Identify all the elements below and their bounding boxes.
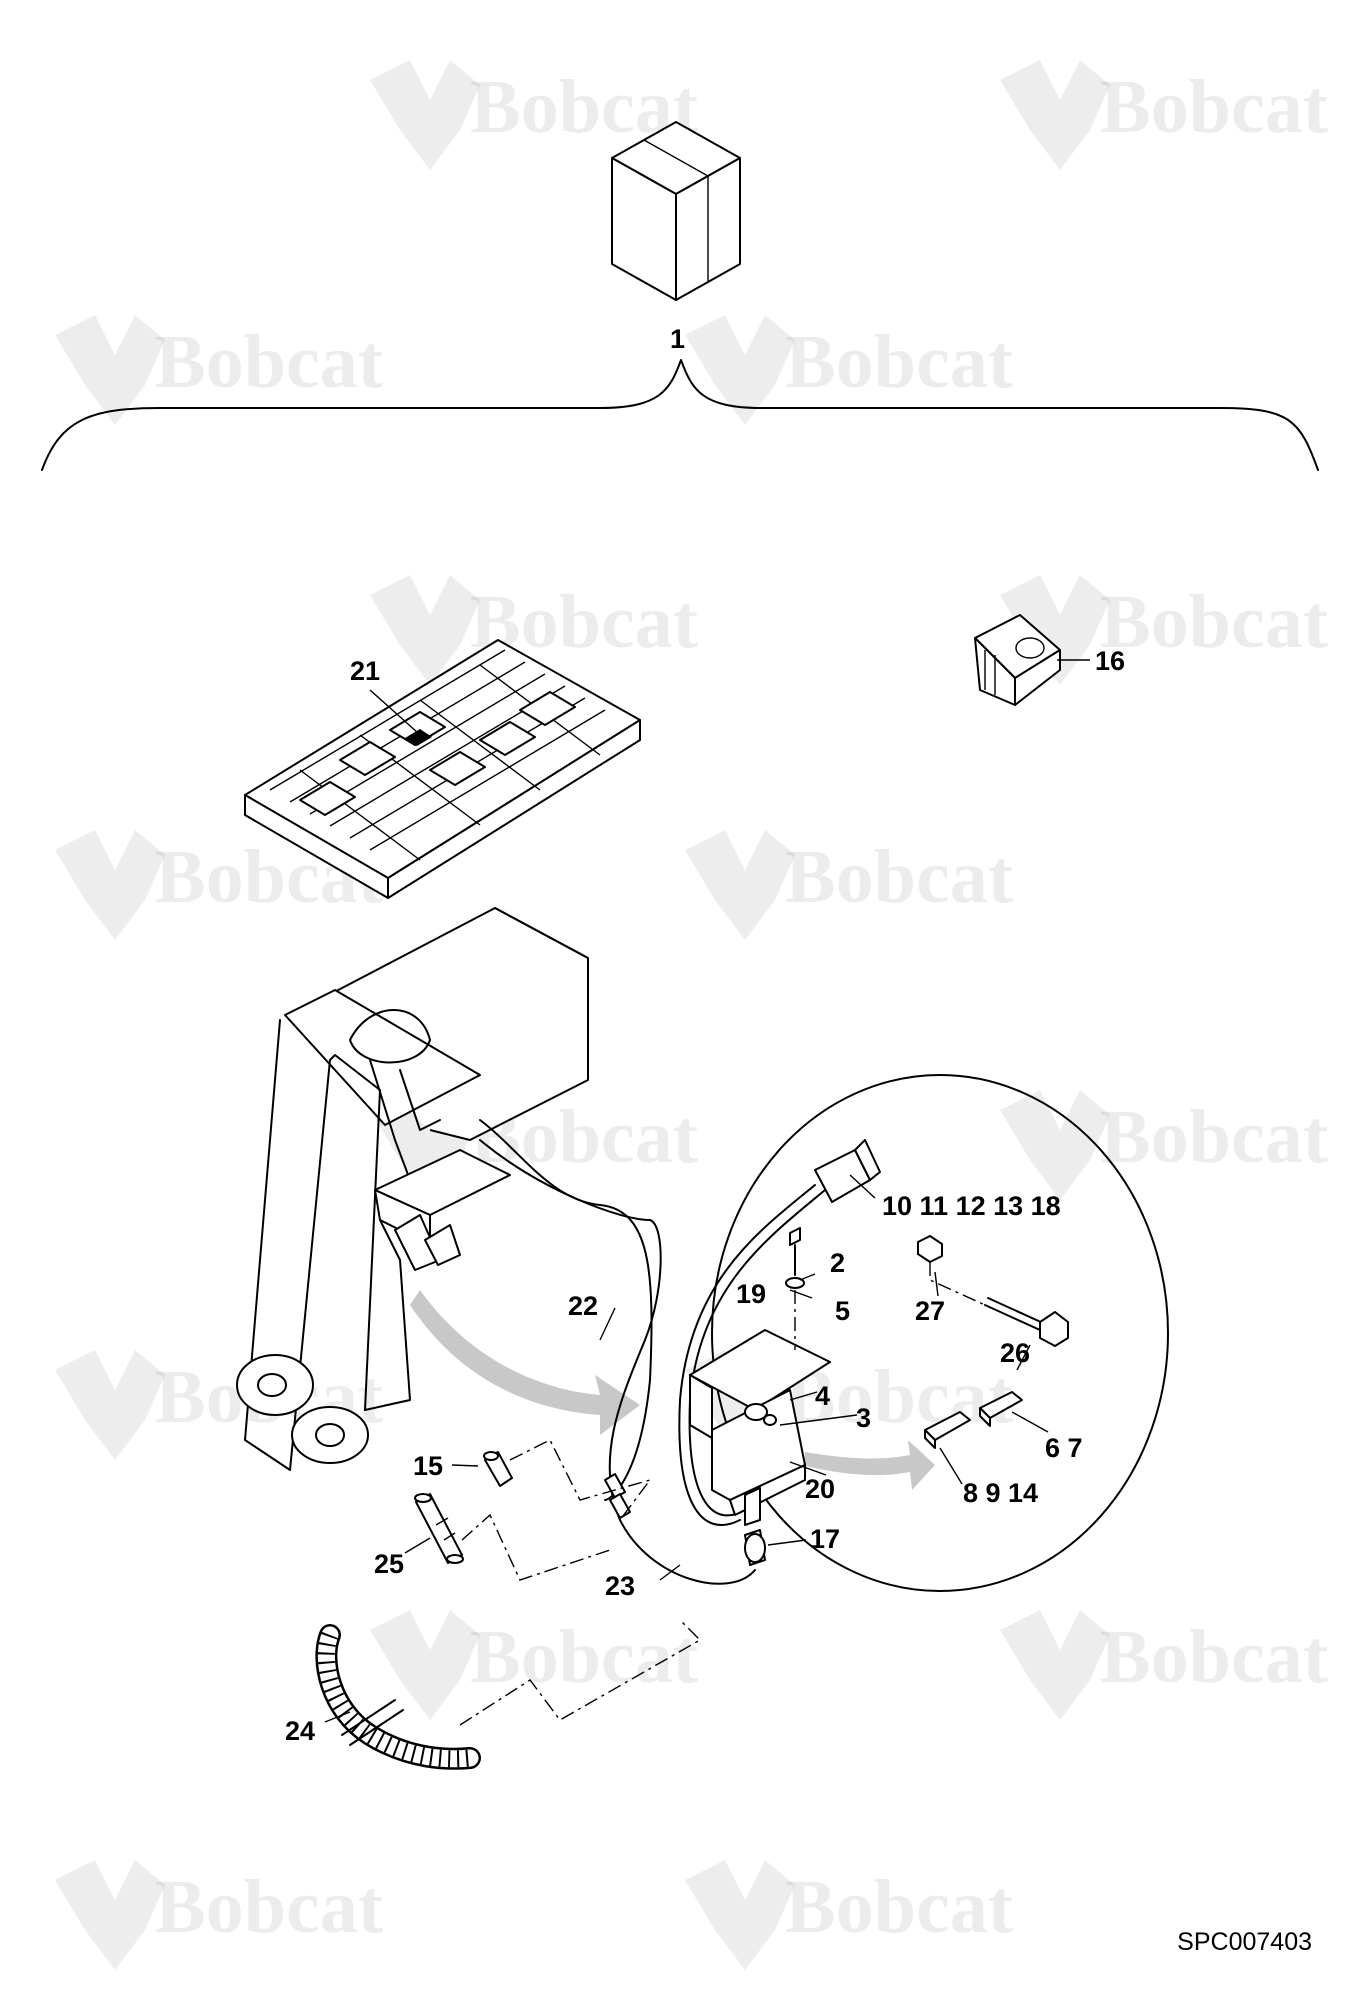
callout-16: 16 <box>1095 646 1125 676</box>
kit-brace <box>41 359 1319 471</box>
figure-code: SPC007403 <box>1177 1928 1312 1956</box>
callout-5: 5 <box>835 1296 850 1326</box>
svg-text:Bobcat: Bobcat <box>155 320 383 404</box>
callout-3: 3 <box>856 1403 871 1433</box>
watermark-logo: Bobcat <box>370 1610 698 1720</box>
callout-15: 15 <box>413 1451 443 1481</box>
rocker-switch <box>974 614 1061 706</box>
callout-10-11-12-13-18: 10 11 12 13 18 <box>882 1191 1061 1221</box>
callout-27: 27 <box>915 1296 945 1326</box>
callouts: 1 21 16 10 11 12 13 18 2 27 5 22 19 26 4… <box>285 324 1125 1746</box>
callout-22: 22 <box>568 1291 598 1321</box>
watermarks: Bobcat Bobcat Bobcat Bobcat Bobcat Bobca… <box>55 60 1328 1970</box>
detail-bracket <box>689 1329 831 1526</box>
detail-circle <box>711 1074 1169 1592</box>
callout-4: 4 <box>815 1381 830 1411</box>
callout-26: 26 <box>1000 1338 1030 1368</box>
callout-8-9-14: 8 9 14 <box>963 1478 1038 1508</box>
part-pin-25 <box>414 1493 464 1564</box>
watermark-logo: Bobcat <box>1000 575 1328 685</box>
svg-text:Bobcat: Bobcat <box>785 320 1013 404</box>
watermark-logo: Bobcat <box>685 315 1013 425</box>
watermark-logo: Bobcat <box>55 315 383 425</box>
direction-arrow <box>410 1290 640 1435</box>
callout-20: 20 <box>805 1474 835 1504</box>
svg-text:Bobcat: Bobcat <box>470 1615 698 1699</box>
svg-text:Bobcat: Bobcat <box>1100 580 1328 664</box>
detail-terminal-blocks <box>924 1391 1023 1449</box>
callout-2: 2 <box>830 1248 845 1278</box>
watermark-logo: Bobcat <box>1000 60 1328 170</box>
detail-washer <box>744 1403 777 1426</box>
watermark-logo: Bobcat <box>685 1860 1013 1970</box>
callout-21: 21 <box>350 656 380 686</box>
watermark-logo: Bobcat <box>1000 1090 1328 1200</box>
svg-text:Bobcat: Bobcat <box>785 835 1013 919</box>
assembly-lines <box>459 1439 702 1726</box>
svg-text:Bobcat: Bobcat <box>1100 1615 1328 1699</box>
detail-nut-and-long-bolt <box>917 1235 1069 1347</box>
svg-text:Bobcat: Bobcat <box>1100 1095 1328 1179</box>
callout-6-7: 6 7 <box>1045 1433 1083 1463</box>
relay-board <box>244 639 641 899</box>
callout-17: 17 <box>810 1524 840 1554</box>
leader-lines <box>324 659 1090 1723</box>
callout-1: 1 <box>670 324 685 354</box>
part-pin-15 <box>483 1451 513 1487</box>
svg-text:Bobcat: Bobcat <box>785 1355 1013 1439</box>
svg-text:Bobcat: Bobcat <box>155 1865 383 1949</box>
callout-24: 24 <box>285 1716 315 1746</box>
detail-bolt <box>785 1227 805 1350</box>
svg-text:Bobcat: Bobcat <box>785 1865 1013 1949</box>
callout-23: 23 <box>605 1571 635 1601</box>
cable-22-23 <box>479 1139 756 1585</box>
boom-assembly <box>236 907 653 1501</box>
direction-arrow <box>805 1440 935 1490</box>
watermark-logo: Bobcat <box>685 830 1013 940</box>
kit-box <box>611 121 741 301</box>
watermark-logo: Bobcat <box>55 1860 383 1970</box>
conduit-24 <box>315 1624 481 1770</box>
callout-25: 25 <box>374 1549 404 1579</box>
detail-harness <box>678 1139 881 1526</box>
svg-text:Bobcat: Bobcat <box>1100 65 1328 149</box>
detail-sensor <box>744 1529 766 1566</box>
watermark-logo: Bobcat <box>1000 1610 1328 1720</box>
callout-19: 19 <box>736 1279 766 1309</box>
